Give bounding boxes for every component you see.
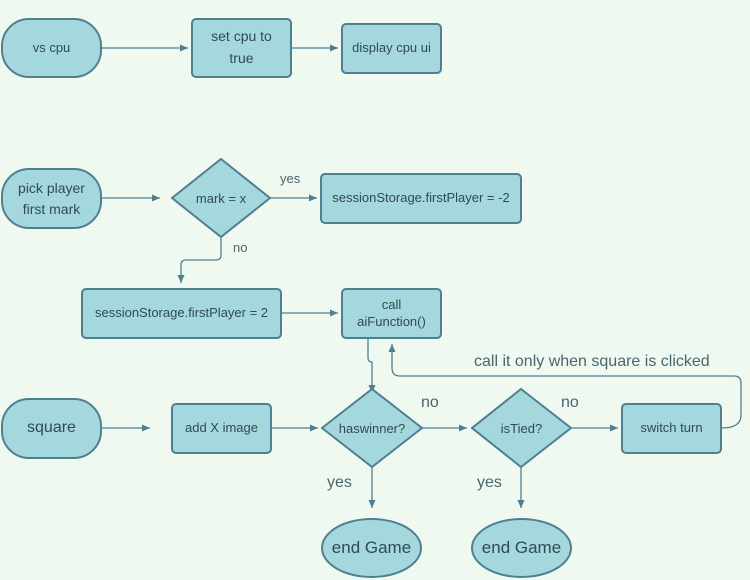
first-player-2-label: sessionStorage.firstPlayer = 2 (94, 305, 269, 321)
switch-turn-process[interactable]: switch turn (621, 403, 722, 454)
call-ai-label: call aiFunction() (357, 297, 426, 329)
add-x-image-process[interactable]: add X image (171, 403, 272, 454)
istied-decision[interactable]: isTied? (471, 388, 572, 468)
end-game-1-terminal[interactable]: end Game (321, 518, 422, 578)
mark-no-label: no (233, 240, 248, 255)
first-player-2-process[interactable]: sessionStorage.firstPlayer = 2 (81, 288, 282, 339)
end-game-2-terminal[interactable]: end Game (471, 518, 572, 578)
haswinner-label: haswinner? (338, 420, 406, 436)
display-cpu-ui-process[interactable]: display cpu ui (341, 23, 442, 74)
mark-decision[interactable]: mark = x (171, 158, 271, 238)
istied-yes-label: yes (477, 474, 502, 491)
istied-no-label: no (561, 394, 579, 411)
haswinner-yes-label: yes (327, 474, 352, 491)
set-cpu-process[interactable]: set cpu to true (191, 18, 292, 78)
mark-yes-label: yes (280, 171, 301, 186)
pick-player-label: pick player first mark (18, 179, 85, 217)
set-cpu-label: set cpu to true (211, 28, 272, 66)
mark-decision-label: mark = x (195, 190, 247, 206)
arrow-switch-loop-to-callai (388, 344, 742, 429)
istied-label: isTied? (500, 420, 543, 436)
pick-player-terminal[interactable]: pick player first mark (1, 168, 102, 229)
first-player-neg2-process[interactable]: sessionStorage.firstPlayer = -2 (320, 173, 522, 224)
loop-note-label: call it only when square is clicked (474, 353, 710, 370)
switch-turn-label: switch turn (640, 420, 703, 436)
square-label: square (27, 419, 76, 437)
arrow-mark-no-to-pos2 (177, 238, 222, 283)
add-x-image-label: add X image (185, 420, 258, 436)
end-game-1-label: end Game (331, 537, 412, 557)
call-ai-process[interactable]: call aiFunction() (341, 288, 442, 339)
arrow-callai-to-haswinner (367, 339, 376, 393)
vs-cpu-terminal[interactable]: vs cpu (1, 18, 102, 78)
display-cpu-ui-label: display cpu ui (352, 40, 431, 56)
haswinner-decision[interactable]: haswinner? (321, 388, 423, 468)
haswinner-no-label: no (421, 394, 439, 411)
first-player-neg2-label: sessionStorage.firstPlayer = -2 (332, 190, 510, 206)
vs-cpu-label: vs cpu (32, 39, 71, 55)
square-terminal[interactable]: square (1, 398, 102, 459)
end-game-2-label: end Game (481, 537, 562, 557)
